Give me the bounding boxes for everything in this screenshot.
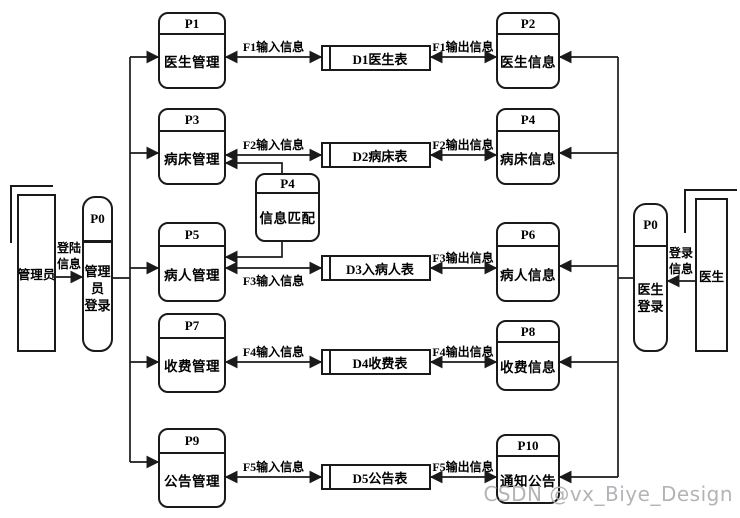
process-p4-right-label: 病床信息 <box>500 151 556 167</box>
data-store-d5-bar <box>323 466 331 488</box>
process-doctor-login-line1: 医生 <box>637 282 664 297</box>
process-p6-label: 病人信息 <box>500 267 556 283</box>
flow-label-f5-in: F5输入信息 <box>242 460 305 474</box>
process-p10-label: 通知公告 <box>500 473 556 489</box>
process-p7-label: 收费管理 <box>164 359 220 374</box>
data-store-d4: D4收费表 <box>321 349 431 375</box>
process-p10: P10 通知公告 <box>496 434 560 504</box>
process-p8-code: P8 <box>498 322 558 343</box>
process-p1-code: P1 <box>160 14 224 35</box>
flow-label-admin-login: 登陆 信息 <box>55 240 83 272</box>
data-store-d3-bar <box>323 257 331 279</box>
external-entity-doctor: 医生 <box>695 198 728 352</box>
process-p2: P2 医生信息 <box>496 12 560 89</box>
flow-label-f3-in: F3输入信息 <box>242 274 305 288</box>
data-store-d5-label: D5公告表 <box>352 470 408 486</box>
flow-label-doctor-login-line1: 登录 <box>668 246 693 260</box>
process-matcher-code: P4 <box>257 175 318 194</box>
external-entity-admin: 管理员 <box>17 194 56 352</box>
data-store-d3-label: D3入病人表 <box>346 261 414 277</box>
process-admin-login-label: 管理 员 登录 <box>84 243 111 314</box>
process-p7: P7 收费管理 <box>158 313 226 393</box>
process-doctor-login-code: P0 <box>635 205 666 247</box>
process-matcher: P4 信息匹配 <box>255 173 320 242</box>
flow-label-admin-login-line2: 信息 <box>56 257 81 271</box>
process-p8: P8 收费信息 <box>496 320 560 391</box>
external-entity-admin-label: 管理员 <box>17 267 56 282</box>
process-p6-code: P6 <box>498 224 558 247</box>
flow-label-f5-out: F5输出信息 <box>432 460 494 474</box>
process-p3: P3 病床管理 <box>158 108 226 185</box>
flow-label-admin-login-line1: 登陆 <box>56 241 81 255</box>
flow-label-f3-out: F3输出信息 <box>432 251 494 265</box>
data-store-d2: D2病床表 <box>321 142 431 168</box>
flow-label-f2-out: F2输出信息 <box>432 138 494 152</box>
flow-label-f2-in: F2输入信息 <box>242 138 305 152</box>
flow-label-f1-out: F1输出信息 <box>432 40 494 54</box>
flow-matcher-to-p3 <box>224 156 283 173</box>
data-store-d3: D3入病人表 <box>321 255 431 281</box>
process-p1: P1 医生管理 <box>158 12 226 89</box>
process-p9-label: 公告管理 <box>164 474 220 489</box>
process-matcher-label: 信息匹配 <box>259 211 316 226</box>
process-admin-login-line1: 管理 <box>84 264 111 279</box>
process-p6: P6 病人信息 <box>496 222 560 302</box>
process-p8-label: 收费信息 <box>500 360 556 375</box>
data-store-d5: D5公告表 <box>321 464 431 490</box>
flow-matcher-to-p5 <box>224 242 283 264</box>
process-p10-code: P10 <box>498 436 558 457</box>
process-p3-code: P3 <box>160 110 224 132</box>
process-p1-label: 医生管理 <box>164 55 220 70</box>
csdn-watermark: CSDN @vx_Biye_Design <box>483 482 733 506</box>
flow-label-doctor-login-line2: 信息 <box>668 262 693 276</box>
process-doctor-login-label: 医生 登录 <box>635 247 666 315</box>
process-p5: P5 病人管理 <box>158 222 226 302</box>
process-p4-right: P4 病床信息 <box>496 108 560 185</box>
process-p2-code: P2 <box>498 14 558 35</box>
process-p3-label: 病床管理 <box>164 151 220 167</box>
flow-label-f1-in: F1输入信息 <box>242 40 305 54</box>
data-store-d1-label: D1医生表 <box>352 51 408 67</box>
process-p4-right-code: P4 <box>498 110 558 132</box>
process-p9-code: P9 <box>160 430 224 454</box>
data-store-d1-bar <box>323 47 331 69</box>
flow-label-doctor-login: 登录 信息 <box>667 245 695 277</box>
data-store-d2-label: D2病床表 <box>352 148 408 164</box>
process-doctor-login: P0 医生 登录 <box>633 203 668 352</box>
data-store-d4-bar <box>323 351 331 373</box>
data-store-d4-label: D4收费表 <box>352 355 408 371</box>
process-admin-login-code: P0 <box>84 198 111 243</box>
data-store-d2-bar <box>323 144 331 166</box>
flow-label-f4-out: F4输出信息 <box>432 345 494 359</box>
process-p2-label: 医生信息 <box>500 55 556 70</box>
process-doctor-login-line2: 登录 <box>637 299 664 314</box>
process-p5-code: P5 <box>160 224 224 247</box>
process-p5-label: 病人管理 <box>164 267 220 283</box>
process-admin-login: P0 管理 员 登录 <box>82 196 113 352</box>
process-p9: P9 公告管理 <box>158 428 226 508</box>
process-admin-login-line3: 登录 <box>84 298 111 313</box>
process-admin-login-line2: 员 <box>90 281 104 296</box>
flow-label-f4-in: F4输入信息 <box>242 345 305 359</box>
data-store-d1: D1医生表 <box>321 45 431 71</box>
external-entity-doctor-label: 医生 <box>698 269 724 284</box>
process-p7-code: P7 <box>160 315 224 339</box>
